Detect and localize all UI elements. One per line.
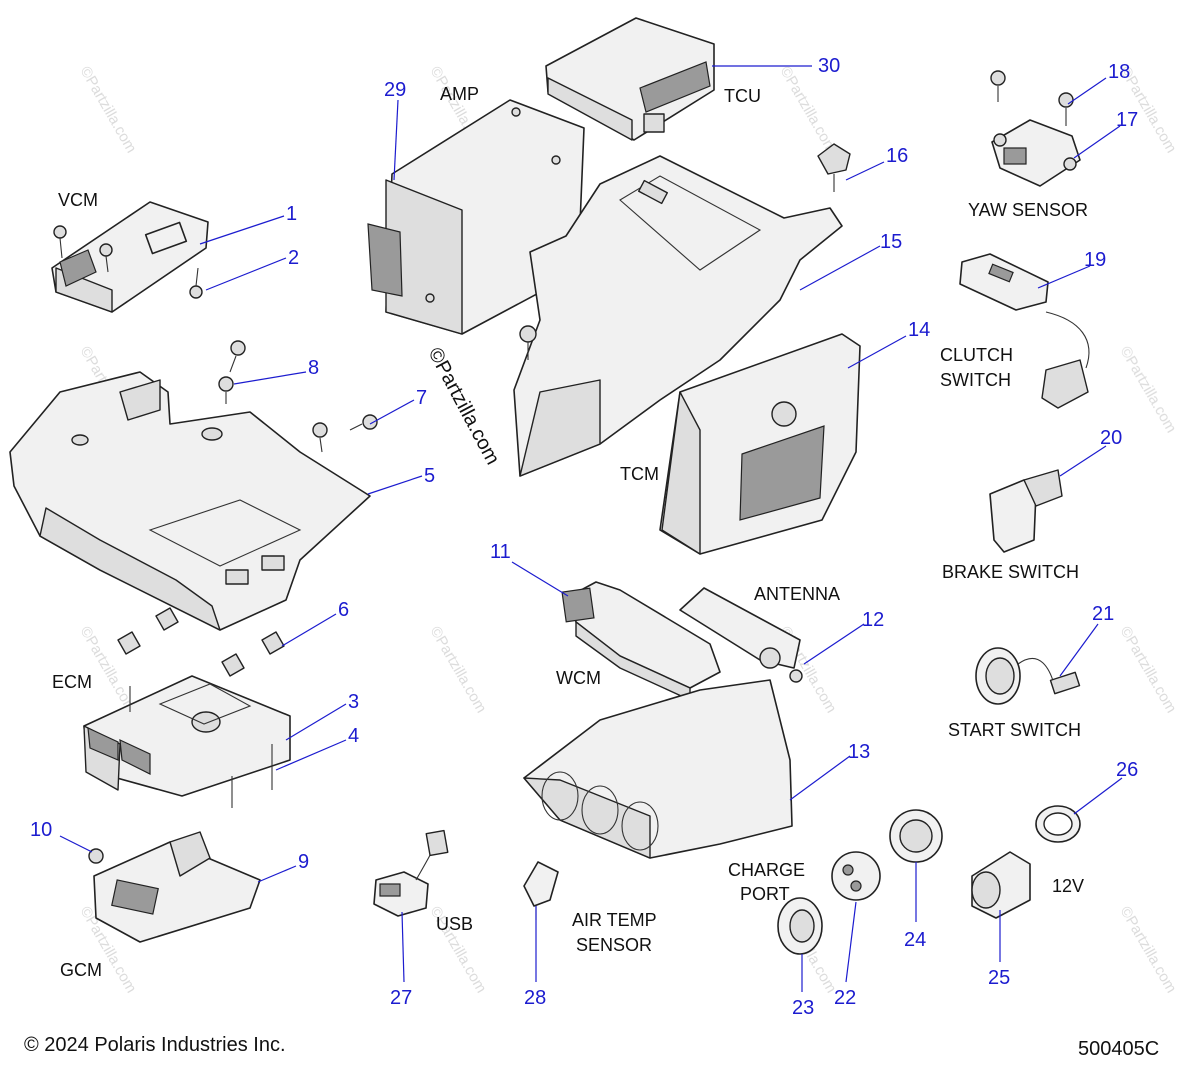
label-wcm: WCM xyxy=(556,668,601,688)
label-tcm: TCM xyxy=(620,464,659,484)
callout-number: 9 xyxy=(298,851,309,873)
start-switch xyxy=(975,647,1081,705)
callout-number: 19 xyxy=(1084,249,1106,271)
callout-number: 13 xyxy=(848,741,870,763)
label-air-temp-sensor: SENSOR xyxy=(576,935,652,955)
callout-number: 5 xyxy=(424,465,435,487)
tcm-module xyxy=(659,333,861,555)
label-usb: USB xyxy=(436,914,473,934)
screw-7 xyxy=(349,414,378,431)
callout-number: 1 xyxy=(286,203,297,225)
brake-switch xyxy=(989,469,1063,553)
pin-6 xyxy=(117,607,285,677)
label-gcm: GCM xyxy=(60,960,102,980)
screw-4 xyxy=(129,686,273,808)
callout-number: 15 xyxy=(880,231,902,253)
callout-number: 21 xyxy=(1092,603,1114,625)
label-12v: 12V xyxy=(1052,876,1084,896)
callout-number: 6 xyxy=(338,599,349,621)
callout-number: 25 xyxy=(988,967,1010,989)
clutch-switch xyxy=(959,253,1090,409)
ecm-module xyxy=(83,607,291,808)
callout-number: 16 xyxy=(886,145,908,167)
leader-lines xyxy=(59,65,1123,992)
callout-number: 10 xyxy=(30,819,52,841)
watermark: ©Partzilla.com xyxy=(1117,904,1180,996)
label-tcu: TCU xyxy=(724,86,761,106)
label-clutch-switch: SWITCH xyxy=(940,370,1011,390)
callout-number: 3 xyxy=(348,691,359,713)
callout-number: 28 xyxy=(524,987,546,1009)
callout-number: 24 xyxy=(904,929,926,951)
label-antenna: ANTENNA xyxy=(754,584,840,604)
twelve-volt-outlet xyxy=(971,805,1081,919)
callout-number: 29 xyxy=(384,79,406,101)
callout-number: 17 xyxy=(1116,109,1138,131)
callout-number: 7 xyxy=(416,387,427,409)
antenna-module xyxy=(679,587,803,683)
callout-number: 23 xyxy=(792,997,814,1019)
label-clutch-switch: CLUTCH xyxy=(940,345,1013,365)
callout-number: 4 xyxy=(348,725,359,747)
callout-number: 30 xyxy=(818,55,840,77)
tcu-module xyxy=(545,17,715,141)
diagram-number: 500405C xyxy=(1078,1038,1160,1060)
label-start-switch: START SWITCH xyxy=(948,720,1081,740)
callout-number: 20 xyxy=(1100,427,1122,449)
air-temp-sensor xyxy=(523,861,559,920)
label-vcm: VCM xyxy=(58,190,98,210)
component-labels: VCM AMP TCU YAW SENSOR CLUTCH SWITCH TCM… xyxy=(52,84,1088,980)
usb-port xyxy=(373,829,449,917)
label-brake-switch: BRAKE SWITCH xyxy=(942,562,1079,582)
watermark: ©Partzilla.com xyxy=(1117,344,1180,436)
watermark: ©Partzilla.com xyxy=(1117,624,1180,716)
callout-number: 14 xyxy=(908,319,930,341)
callout-numbers: 1 2 3 4 5 6 7 8 9 10 11 12 13 14 15 16 1… xyxy=(30,55,1138,1019)
callout-number: 12 xyxy=(862,609,884,631)
tray xyxy=(523,679,793,859)
callout-number: 11 xyxy=(490,541,511,563)
yaw-sensor xyxy=(991,119,1081,187)
label-yaw-sensor: YAW SENSOR xyxy=(968,200,1088,220)
label-ecm: ECM xyxy=(52,672,92,692)
watermark: ©Partzilla.com xyxy=(427,624,490,716)
fastener-16 xyxy=(817,143,851,192)
callout-number: 27 xyxy=(390,987,412,1009)
center-housing xyxy=(513,155,843,477)
wcm-module xyxy=(561,581,721,701)
mounting-bracket xyxy=(9,340,378,631)
vcm-module xyxy=(51,201,209,313)
label-amp: AMP xyxy=(440,84,479,104)
screw-8 xyxy=(218,340,328,453)
bolt-18 xyxy=(990,70,1074,126)
label-air-temp-sensor: AIR TEMP xyxy=(572,910,657,930)
watermark: ©Partzilla.com xyxy=(77,64,140,156)
watermark: ©Partzilla.com xyxy=(777,64,840,156)
callout-number: 26 xyxy=(1116,759,1138,781)
copyright-notice: © 2024 Polaris Industries Inc. xyxy=(24,1034,286,1056)
callout-number: 8 xyxy=(308,357,319,379)
callout-number: 18 xyxy=(1108,61,1130,83)
charge-port xyxy=(777,809,943,955)
label-charge-port: PORT xyxy=(740,884,790,904)
callout-number: 2 xyxy=(288,247,299,269)
callout-number: 22 xyxy=(834,987,856,1009)
center-watermark: ©Partzilla.com xyxy=(424,344,504,468)
label-charge-port: CHARGE xyxy=(728,860,805,880)
gcm-module xyxy=(88,831,261,943)
